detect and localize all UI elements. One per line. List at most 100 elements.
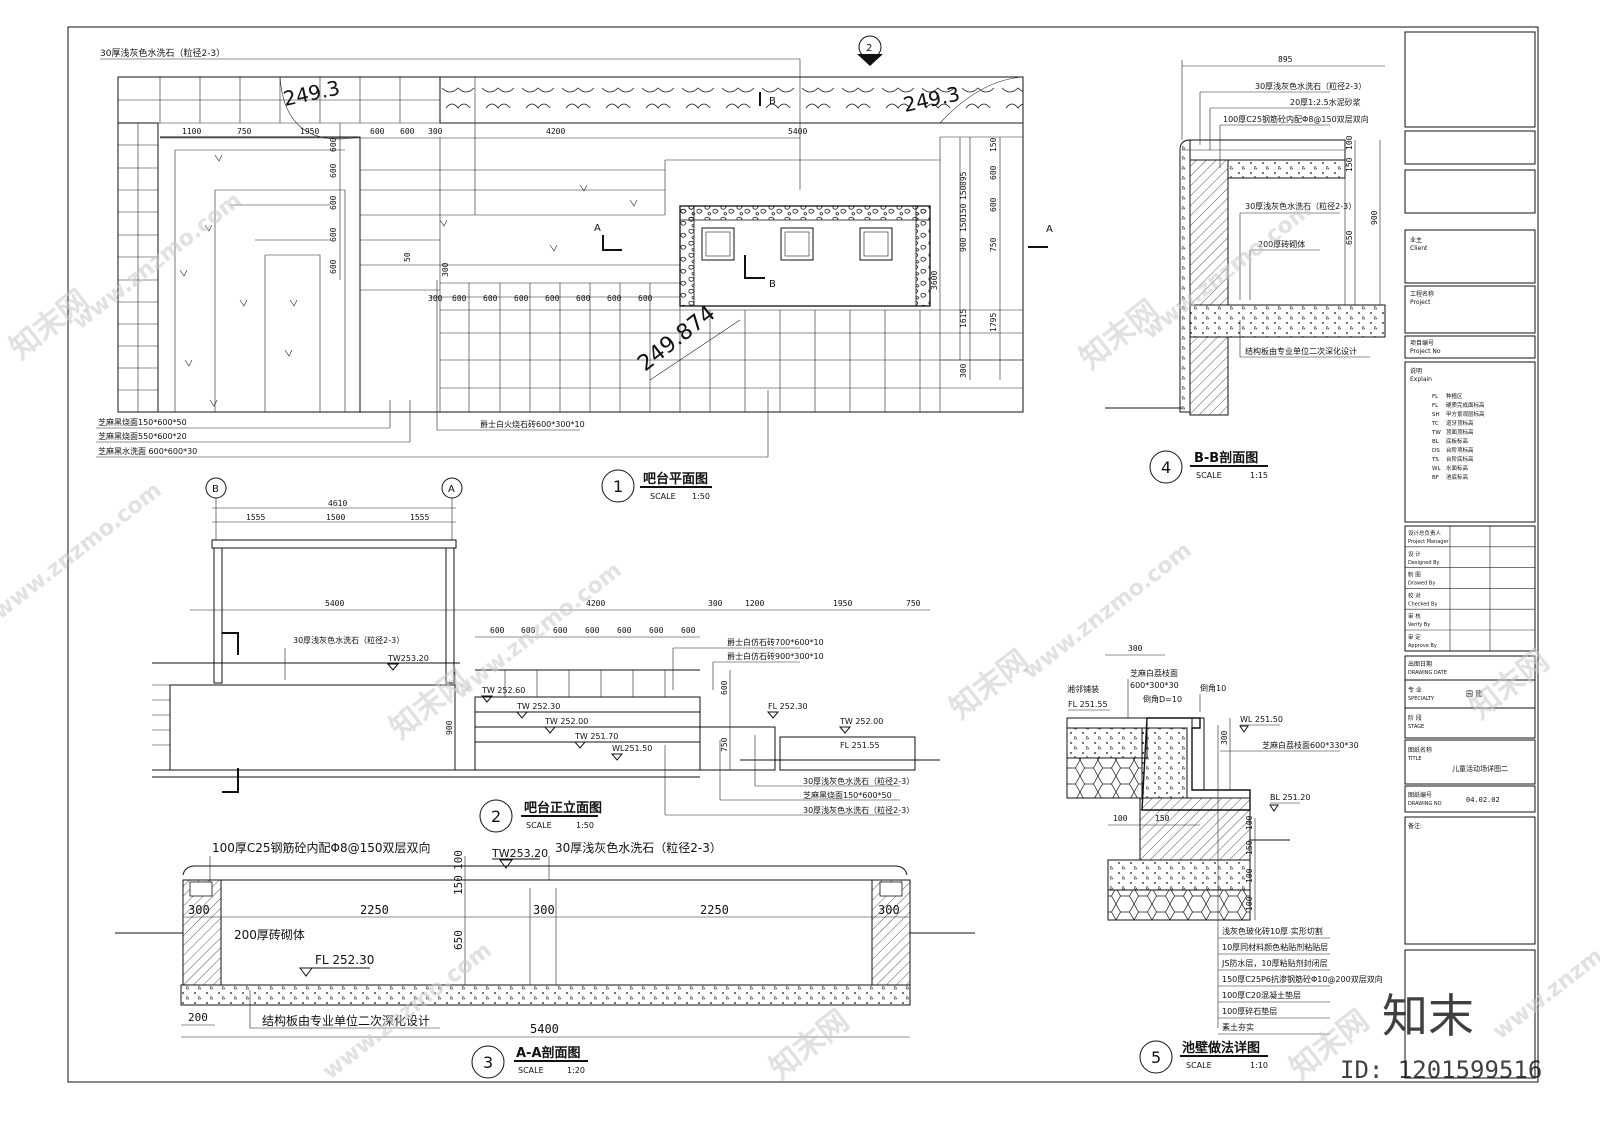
aa-level: FL 252.30 xyxy=(315,953,374,967)
role-label: 审 定 xyxy=(1408,633,1421,641)
legend-code: SH xyxy=(1432,412,1440,418)
plan-dim: 5400 xyxy=(788,127,807,136)
svg-text:100: 100 xyxy=(452,850,465,870)
pool-layer: 100厚C20混凝土垫层 xyxy=(1222,990,1301,1000)
svg-text:600: 600 xyxy=(585,626,600,635)
svg-text:600: 600 xyxy=(617,626,632,635)
svg-text:900: 900 xyxy=(1370,210,1379,225)
svg-text:SCALE: SCALE xyxy=(1196,471,1222,480)
legend-desc: 台阶底标高 xyxy=(1446,455,1474,463)
pool-layer: 150厚C25P6抗渗钢筋砼Φ10@200双层双向 xyxy=(1222,974,1383,984)
svg-text:A: A xyxy=(1046,224,1053,235)
role-label: 制 图 xyxy=(1408,571,1421,579)
legend-code: FL xyxy=(1432,403,1439,409)
svg-text:图纸编号: 图纸编号 xyxy=(1408,791,1432,799)
pool-note: 倒角10 xyxy=(1200,683,1226,693)
plan-view: 30厚浅灰色水洗石（粒径2-3） 2 xyxy=(96,35,1053,503)
plan-note: 芝麻黑烧面150*600*50 xyxy=(98,417,187,427)
plan-dim: 1100 xyxy=(182,127,201,136)
plan-dim: 4200 xyxy=(546,127,565,136)
elevation-marker: 2 xyxy=(857,35,883,66)
svg-text:www.znzmo.com: www.znzmo.com xyxy=(1488,898,1600,1045)
svg-text:150: 150 xyxy=(989,137,998,152)
legend-desc: 道牙顶标高 xyxy=(1446,419,1474,427)
plan-dim: 1950 xyxy=(300,127,319,136)
legend-code: DS xyxy=(1432,448,1440,454)
legend-desc: 池底标高 xyxy=(1446,473,1469,481)
svg-text:600: 600 xyxy=(452,294,467,303)
svg-text:STAGE: STAGE xyxy=(1408,724,1424,730)
elev-title: 吧台正立面图 xyxy=(524,800,602,816)
svg-text:园 建: 园 建 xyxy=(1466,689,1482,698)
svg-text:5400: 5400 xyxy=(530,1022,559,1036)
svg-text:1:15: 1:15 xyxy=(1250,471,1268,480)
role-label-en: Project Manager xyxy=(1408,539,1450,545)
svg-text:SCALE: SCALE xyxy=(518,1066,544,1075)
elev-note: 30厚浅灰色水洗石（粒径2-3） xyxy=(803,776,914,786)
svg-text:1555: 1555 xyxy=(246,513,265,522)
title-block: 业主 Client 工程名称 Project 项目编号 Project No 说… xyxy=(1404,31,1536,1079)
svg-text:600: 600 xyxy=(329,227,338,242)
elev-note: 30厚浅灰色水洗石（粒径2-3） xyxy=(803,805,914,815)
svg-text:300: 300 xyxy=(533,903,555,917)
svg-text:1: 1 xyxy=(613,477,623,496)
plan-dim: 750 xyxy=(237,127,252,136)
legend-code: BF xyxy=(1432,475,1439,481)
svg-text:A: A xyxy=(448,484,455,495)
plan-note: 爵士白火烧石砖600*300*10 xyxy=(480,419,585,429)
elev-level: TW 252.60 xyxy=(481,686,525,695)
plan-note: 芝麻黑水洗面 600*600*30 xyxy=(98,446,197,456)
svg-text:300: 300 xyxy=(1220,730,1229,745)
legend-code: TW xyxy=(1431,430,1441,436)
svg-text:750: 750 xyxy=(906,599,921,608)
plan-radius-1: 249.3 xyxy=(281,76,342,111)
pool-wall-detail: 300 芝麻白荔枝面 600*300*30 倒角10 倒角D=10 湘邻铺装 F… xyxy=(1066,644,1383,1074)
svg-text:300: 300 xyxy=(1128,644,1143,653)
aa-level: TW253.20 xyxy=(491,847,548,860)
svg-text:150: 150 xyxy=(959,217,968,232)
watermark-logo: 知末 xyxy=(1382,989,1474,1043)
svg-text:650: 650 xyxy=(1345,230,1354,245)
svg-text:50: 50 xyxy=(403,252,412,262)
svg-text:600: 600 xyxy=(720,680,729,695)
plan-note-top: 30厚浅灰色水洗石（粒径2-3） xyxy=(100,47,225,59)
pool-layer: 100厚碎石垫层 xyxy=(1222,1006,1277,1016)
svg-text:工程名称: 工程名称 xyxy=(1410,290,1434,298)
role-label: 设计总负责人 xyxy=(1408,529,1442,537)
svg-text:600: 600 xyxy=(576,294,591,303)
svg-text:2: 2 xyxy=(491,807,501,826)
svg-text:300: 300 xyxy=(708,599,723,608)
svg-text:业主: 业主 xyxy=(1410,236,1422,244)
legend-desc: 水面标高 xyxy=(1446,464,1469,472)
svg-text:300: 300 xyxy=(188,903,210,917)
pool-title: 池壁做法详图 xyxy=(1182,1040,1260,1056)
svg-text:专 业: 专 业 xyxy=(1408,686,1422,694)
aa-title: A-A剖面图 xyxy=(516,1045,581,1061)
legend-code: TS xyxy=(1431,457,1439,463)
svg-text:2: 2 xyxy=(866,43,872,54)
svg-text:www.znzmo.com: www.znzmo.com xyxy=(448,558,626,705)
legend-desc: 台阶项标高 xyxy=(1446,446,1474,454)
svg-text:www.znzmo.com: www.znzmo.com xyxy=(1018,538,1196,685)
svg-text:SCALE: SCALE xyxy=(1186,1061,1212,1070)
drawing-number: 04.02.02 xyxy=(1466,796,1500,804)
svg-text:5400: 5400 xyxy=(325,599,344,608)
svg-text:600: 600 xyxy=(521,626,536,635)
bb-note: 30厚浅灰色水洗石（粒径2-3） xyxy=(1245,201,1356,211)
svg-text:300: 300 xyxy=(878,903,900,917)
pool-layer: 素土夯实 xyxy=(1222,1022,1254,1032)
svg-text:150: 150 xyxy=(1345,157,1354,172)
svg-text:www.znzmo.com: www.znzmo.com xyxy=(0,478,167,625)
bb-title: B-B剖面图 xyxy=(1194,450,1258,466)
pool-layer: 10厚同材料颜色粘贴剂粘贴层 xyxy=(1222,942,1328,952)
elev-note: 爵士白仿石砖900*300*10 xyxy=(727,651,824,661)
svg-text:150: 150 xyxy=(959,203,968,218)
svg-text:1:50: 1:50 xyxy=(692,492,710,501)
svg-text:600: 600 xyxy=(989,165,998,180)
legend-desc: 硬质完成面标高 xyxy=(1446,401,1485,409)
svg-text:750: 750 xyxy=(989,237,998,252)
svg-text:4200: 4200 xyxy=(586,599,605,608)
elev-level: FL 251.55 xyxy=(840,741,880,750)
role-label-en: Drawed By xyxy=(1408,581,1435,587)
